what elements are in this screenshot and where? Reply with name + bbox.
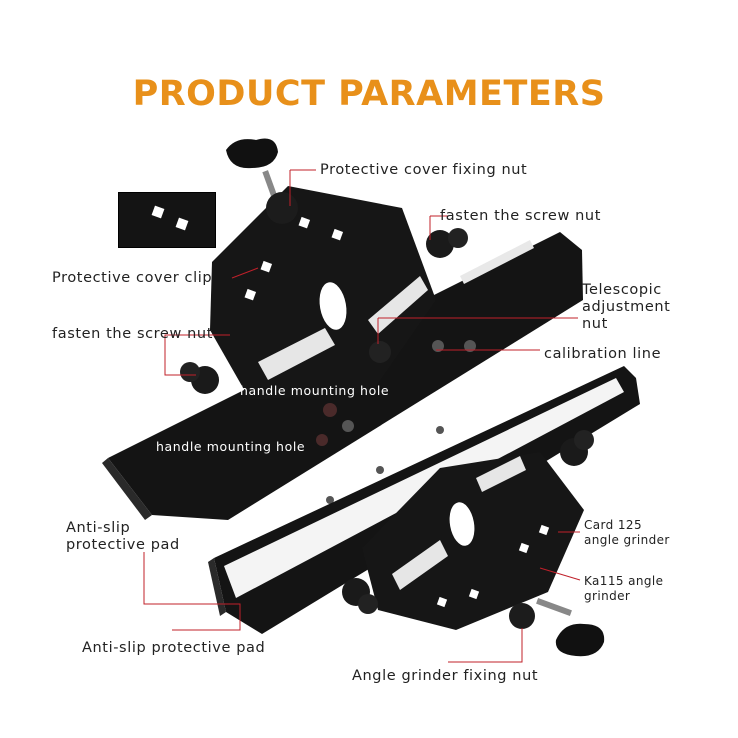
label-angle-grinder-fixing-nut: Angle grinder fixing nut [352,668,539,684]
bottom-knob [555,623,605,657]
upper-rail-strip [460,240,534,284]
label-handle-mounting-hole-1: handle mounting hole [240,383,390,398]
page-title: PRODUCT PARAMETERS [132,74,606,114]
label-protective-cover-clip: Protective cover clip [52,270,213,286]
right-knob [426,230,454,258]
label-fasten-screw-nut-left: fasten the screw nut [52,326,213,342]
upper-plate-edge [102,458,152,520]
label-ka115-angle-grinder: Ka115 angle grinder [584,574,664,603]
lower-oval-slot [449,502,475,546]
label-anti-slip-pad-2: Anti-slip protective pad [82,640,266,656]
top-knob [226,138,278,169]
upper-oval-slot [319,282,347,330]
label-telescopic-adjustment-nut: Telescopic adjustment nut [582,282,671,332]
label-protective-cover-fixing-nut: Protective cover fixing nut [320,162,528,178]
label-handle-mounting-hole-2: handle mounting hole [156,439,306,454]
lower-hex-plate [362,452,584,630]
label-anti-slip-pad-1: Anti-slip protective pad [66,520,180,553]
label-fasten-screw-nut-top: fasten the screw nut [440,208,601,224]
label-card-125-angle-grinder: Card 125 angle grinder [584,518,670,547]
label-calibration-line: calibration line [544,346,662,362]
inset-detail-photo [118,192,216,248]
